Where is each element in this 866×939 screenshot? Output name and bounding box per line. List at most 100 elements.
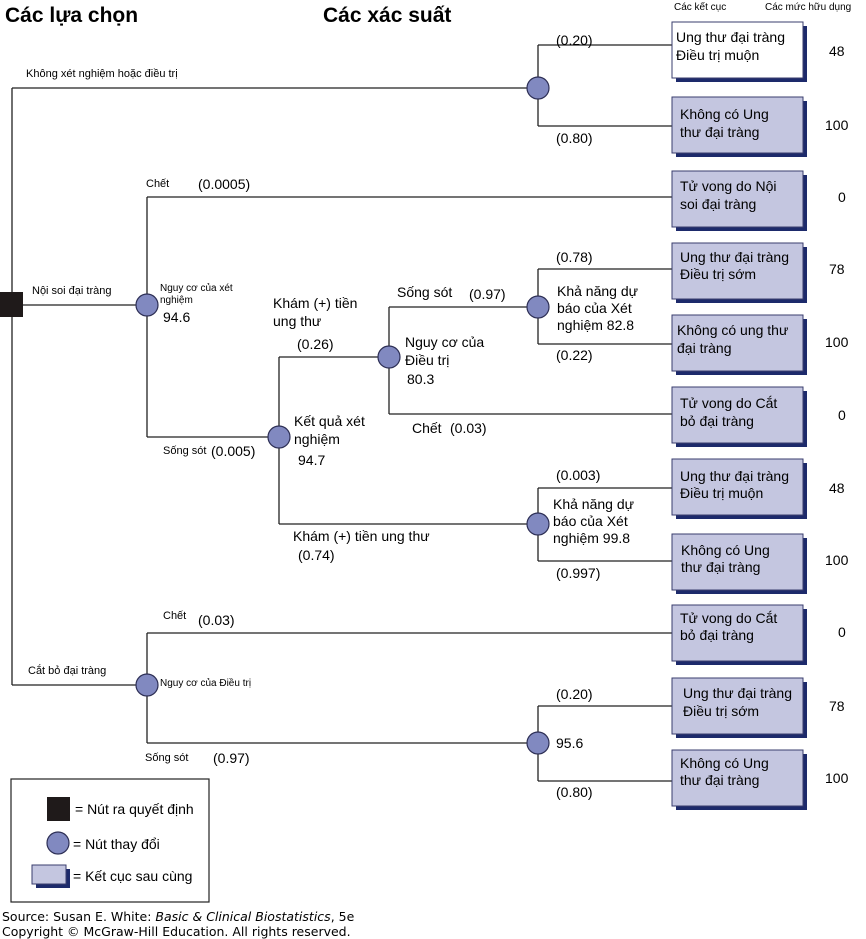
node-label-pv1-line2: báo của Xét [557, 300, 632, 316]
outcome-label-line2: bỏ đại tràng [680, 627, 754, 643]
legend-terminal-swatch [31, 864, 67, 885]
prob-treat-survive: (0.97) [469, 286, 506, 302]
utility-value: 0 [838, 189, 846, 205]
branch-label-pos-exam-line2: ung thư [273, 313, 321, 329]
copyright-line: Copyright © McGraw-Hill Education. All r… [2, 924, 351, 939]
outcome-label-line1: Không có Ung [681, 542, 770, 558]
chance-node-colonoscopy [135, 293, 159, 317]
chance-node-colectomy [135, 673, 159, 697]
chance-node-treatment-risk [377, 345, 401, 369]
prob-pv2-no-cancer: (0.997) [556, 565, 600, 581]
prob-colo-survive: (0.005) [211, 443, 255, 459]
node-label-ectomy-risk: Nguy cơ của Điều trị [160, 677, 251, 689]
outcome-boxes: Ung thư đại tràng Điều trị muộn 48 Không… [671, 21, 849, 810]
prob-no-test-cancer: (0.20) [556, 32, 593, 48]
source-book-title: Basic & Clinical Biostatistics [155, 909, 331, 924]
source-citation: Source: Susan E. White: Basic & Clinical… [2, 909, 354, 939]
branch-label-colonoscopy: Nội soi đại tràng [32, 285, 112, 297]
utility-value: 0 [838, 407, 846, 423]
outcome-label-line2: Điều trị sớm [680, 266, 756, 282]
utility-value: 100 [825, 334, 849, 350]
legend: = Nút ra quyết định = Nút thay đổi = Kết… [10, 778, 210, 903]
header-utilities: Các mức hữu dụng [765, 2, 851, 13]
node-label-test-result-line1: Kết quả xét [294, 413, 365, 429]
chance-node-colectomy-outcome [526, 731, 550, 755]
utility-value: 100 [825, 117, 849, 133]
outcome-box: Không có ung thư đại tràng 100 [671, 314, 849, 375]
node-label-pv1-line1: Khả năng dự [557, 283, 638, 299]
prob-ectomy-no-cancer: (0.80) [556, 784, 593, 800]
prob-ectomy-death: (0.03) [198, 612, 235, 628]
prob-treat-death: (0.03) [450, 420, 487, 436]
utility-value: 48 [829, 43, 845, 59]
legend-decision-label: = Nút ra quyết định [75, 801, 194, 817]
branch-label-pos-exam-line1: Khám (+) tiền [273, 295, 357, 311]
node-label-colo-risk-line1: Nguy cơ của xét [160, 282, 233, 294]
outcome-box: Tử vong do Cắt bỏ đại tràng 0 [671, 604, 846, 665]
node-value-ectomy: 95.6 [556, 735, 583, 751]
decision-tree-diagram: .ln { stroke: #222; stroke-width: 1.3; f… [0, 1, 851, 903]
prob-ectomy-cancer: (0.20) [556, 686, 593, 702]
utility-value: 100 [825, 770, 849, 786]
outcome-box: Không có Ung thư đại tràng 100 [671, 533, 849, 594]
outcome-label-line2: thư đại tràng [681, 559, 760, 575]
outcome-label-line2: bỏ đại tràng [680, 413, 754, 429]
node-label-treat-risk-line2: Điều trị [405, 352, 449, 368]
outcome-label-line1: Không có ung thư [677, 322, 788, 338]
utility-value: 48 [829, 480, 845, 496]
node-label-test-result-line2: nghiệm [294, 431, 340, 447]
outcome-label-line2: Điều trị muộn [676, 47, 759, 63]
branch-labels: Không xét nghiệm hoặc điều trị Nội soi đ… [26, 32, 600, 800]
outcome-label-line1: Không có Ung [680, 755, 769, 771]
outcome-box: Ung thư đại tràng Điều trị muộn 48 [671, 458, 845, 519]
branch-label-colo-death: Chết [146, 178, 169, 190]
legend-chance-label: = Nút thay đổi [73, 836, 160, 852]
node-label-treat-risk-line1: Nguy cơ của [405, 334, 484, 350]
legend-decision-swatch [47, 797, 70, 821]
outcome-label-line1: Tử vong do Nội [680, 178, 777, 194]
outcome-box: Không có Ung thư đại tràng 100 [671, 96, 849, 157]
chance-node-no-test [526, 76, 550, 100]
outcome-label-line1: Ung thư đại tràng [676, 29, 785, 45]
header-outcomes: Các kết cục [674, 1, 726, 13]
prob-no-test-no-cancer: (0.80) [556, 130, 593, 146]
outcome-label-line2: đại tràng [677, 340, 731, 356]
prob-pv2-cancer: (0.003) [556, 467, 600, 483]
source-edition: , 5e [330, 909, 355, 924]
outcome-label-line2: thư đại tràng [680, 124, 759, 140]
outcome-box: Tử vong do Cắt bỏ đại tràng 0 [671, 386, 846, 447]
outcome-label-line2: thư đại tràng [680, 772, 759, 788]
outcome-box: Ung thư đại tràng Điều trị muộn 48 [671, 21, 845, 82]
outcome-label-line1: Ung thư đại tràng [683, 685, 792, 701]
branch-label-no-test: Không xét nghiệm hoặc điều trị [26, 68, 178, 80]
outcome-label-line1: Ung thư đại tràng [680, 249, 789, 265]
outcome-label-line1: Không có Ung [680, 106, 769, 122]
prob-pos-exam: (0.26) [297, 336, 334, 352]
utility-value: 78 [829, 261, 845, 277]
branch-label-treat-death: Chết [412, 420, 442, 436]
prob-pv1-cancer: (0.78) [556, 249, 593, 265]
prob-colo-death: (0.0005) [198, 176, 250, 192]
node-label-colo-risk-line2: nghiệm [160, 295, 193, 306]
outcome-label-line2: Điều trị sớm [683, 703, 759, 719]
outcome-label-line1: Tử vong do Cắt [680, 610, 777, 626]
outcome-box: Không có Ung thư đại tràng 100 [671, 749, 849, 810]
node-label-pv1-line3: nghiệm 82.8 [557, 317, 634, 333]
branch-label-neg-exam: Khám (+) tiền ung thư [293, 528, 430, 544]
legend-chance-swatch [46, 831, 70, 855]
outcome-box: Tử vong do Nội soi đại tràng 0 [671, 170, 846, 231]
node-label-pv2-line2: báo của Xét [553, 513, 628, 529]
prob-ectomy-survive: (0.97) [213, 750, 250, 766]
outcome-box: Ung thư đại tràng Điều trị sớm 78 [671, 677, 845, 738]
node-value-colo-risk: 94.6 [163, 309, 190, 325]
legend-terminal-label: = Kết cục sau cùng [73, 868, 192, 884]
source-prefix: Source: Susan E. White: [2, 909, 156, 924]
outcome-label-line2: Điều trị muộn [680, 485, 763, 501]
node-label-pv2-line1: Khả năng dự [553, 496, 634, 512]
outcome-box: Ung thư đại tràng Điều trị sớm 78 [671, 242, 845, 303]
chance-node-predictive-value-2 [526, 512, 550, 536]
utility-value: 0 [838, 624, 846, 640]
outcome-label-line1: Tử vong do Cắt [680, 395, 777, 411]
branch-label-colo-survive: Sống sót [163, 445, 206, 457]
branch-label-ectomy-survive: Sống sót [145, 752, 188, 764]
